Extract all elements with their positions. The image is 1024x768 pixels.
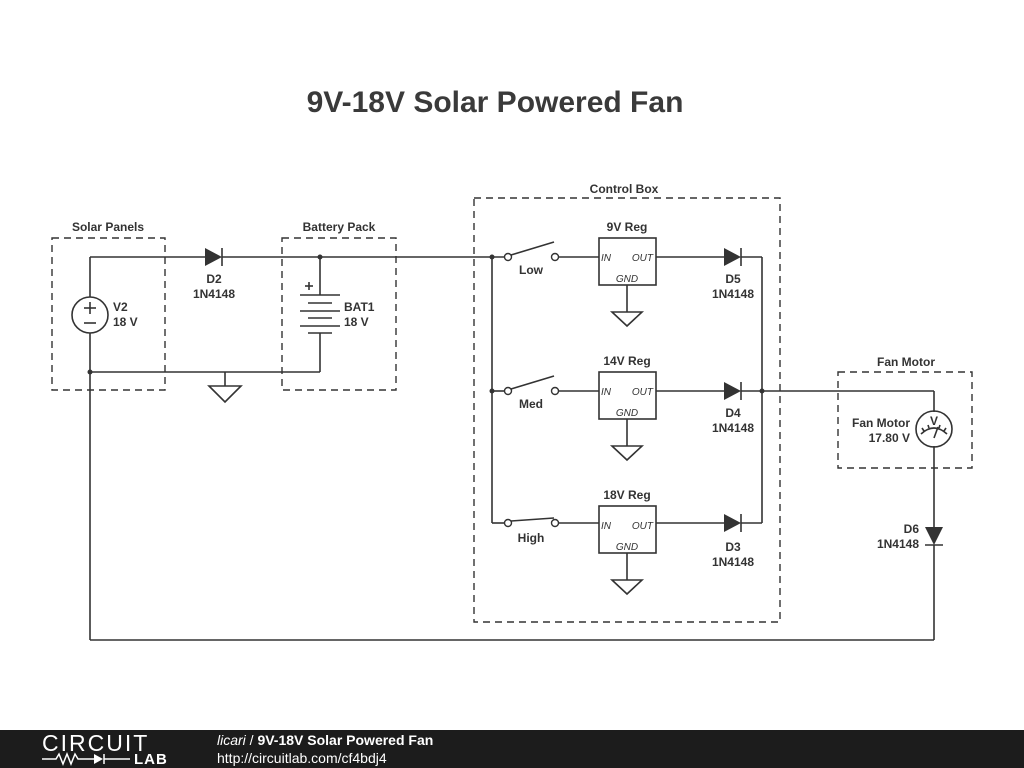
reg14-in-label: IN xyxy=(601,387,612,398)
v2-voltage-source xyxy=(71,296,109,334)
junction-dots xyxy=(87,254,765,394)
reg18-name-label: 18V Reg xyxy=(603,488,650,502)
wires xyxy=(89,256,935,641)
d2-name-label: D2 xyxy=(206,272,222,286)
meter-symbol-label: V xyxy=(930,414,938,428)
reg14-out-label: OUT xyxy=(632,387,654,398)
reg14-gnd-label: GND xyxy=(616,408,638,419)
battery-pack-box xyxy=(281,237,397,391)
d6-diode xyxy=(925,527,943,546)
page-title: 9V-18V Solar Powered Fan xyxy=(306,86,684,119)
reg9-in-label: IN xyxy=(601,253,612,264)
footer-separator: / xyxy=(245,732,258,748)
footer-bar: CIRCUIT LAB licari / 9V-18V Solar Powere… xyxy=(0,730,1024,768)
fan-motor-box xyxy=(837,371,973,469)
reg9-name-label: 9V Reg xyxy=(607,220,648,234)
switch-med-label: Med xyxy=(519,397,543,411)
logo-bottom-text: LAB xyxy=(134,751,168,768)
reg9-gnd-label: GND xyxy=(616,274,638,285)
d3-part-label: 1N4148 xyxy=(712,555,754,569)
regulator-18v xyxy=(598,505,657,596)
v2-value-label: 18 V xyxy=(113,315,138,329)
d6-part-label: 1N4148 xyxy=(877,537,919,551)
d4-part-label: 1N4148 xyxy=(712,421,754,435)
fan-motor-label: Fan Motor xyxy=(877,355,935,369)
d2-diode xyxy=(205,248,223,266)
d2-part-label: 1N4148 xyxy=(193,287,235,301)
v2-name-label: V2 xyxy=(113,300,128,314)
project-title: 9V-18V Solar Powered Fan xyxy=(257,732,434,748)
motor-name-label: Fan Motor xyxy=(852,416,910,430)
d5-name-label: D5 xyxy=(725,272,741,286)
control-box-label: Control Box xyxy=(590,182,659,196)
switch-high[interactable] xyxy=(503,517,560,528)
d3-diode xyxy=(724,514,742,532)
fan-motor-voltmeter xyxy=(915,410,953,448)
project-url-link[interactable]: http://circuitlab.com/cf4bdj4 xyxy=(217,750,387,766)
circuitlab-logo[interactable]: CIRCUIT LAB xyxy=(42,730,192,768)
d4-name-label: D4 xyxy=(725,406,741,420)
switch-low[interactable] xyxy=(503,241,560,262)
author-link[interactable]: licari xyxy=(217,732,246,748)
footer-author-line: licari / 9V-18V Solar Powered Fan xyxy=(217,732,433,749)
switch-high-label: High xyxy=(518,531,545,545)
d3-name-label: D3 xyxy=(725,540,741,554)
ground-symbol xyxy=(207,385,243,404)
resistor-diode-logo-icon xyxy=(42,752,130,766)
regulator-9v xyxy=(598,237,657,328)
battery-pack-label: Battery Pack xyxy=(303,220,376,234)
d6-name-label: D6 xyxy=(904,522,920,536)
switch-med[interactable] xyxy=(503,375,560,396)
d5-part-label: 1N4148 xyxy=(712,287,754,301)
reg18-in-label: IN xyxy=(601,521,612,532)
bat1-name-label: BAT1 xyxy=(344,300,375,314)
solar-panels-label: Solar Panels xyxy=(72,220,144,234)
d5-diode xyxy=(724,248,742,266)
circuit-schematic: Solar Panels Battery Pack Control Box Fa… xyxy=(51,182,973,641)
reg18-out-label: OUT xyxy=(632,521,654,532)
switch-low-label: Low xyxy=(519,263,544,277)
reg14-name-label: 14V Reg xyxy=(603,354,650,368)
control-box-box xyxy=(473,197,781,623)
bat1-battery xyxy=(300,282,340,334)
motor-value-label: 17.80 V xyxy=(869,431,910,445)
reg18-gnd-label: GND xyxy=(616,542,638,553)
d4-diode xyxy=(724,382,742,400)
reg9-out-label: OUT xyxy=(632,253,654,264)
regulator-14v xyxy=(598,371,657,462)
bat1-value-label: 18 V xyxy=(344,315,369,329)
logo-top-text: CIRCUIT xyxy=(42,730,150,756)
